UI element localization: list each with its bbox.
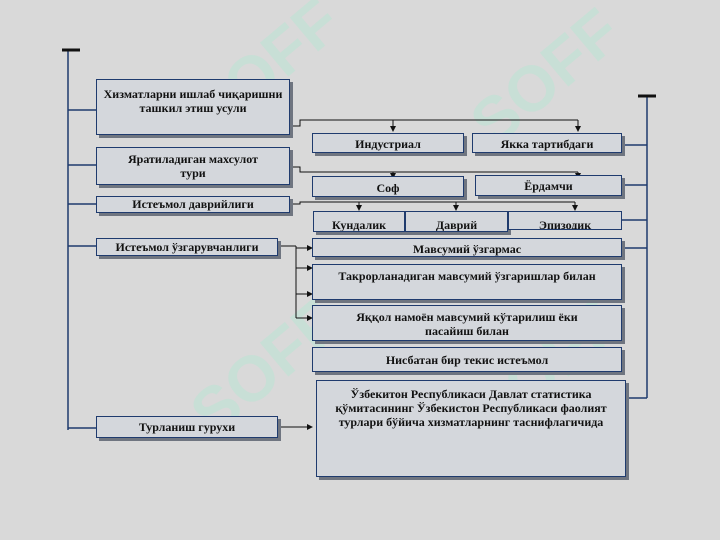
consumption-period-label: Истеъмол даврийлиги — [132, 197, 254, 211]
classification-label: Ўзбекитон Республикаси Давлат статистика… — [335, 387, 607, 429]
daily-label: Кундалик — [331, 218, 387, 232]
uniform-label: Нисбатан бир текис истеъмол — [385, 353, 549, 367]
industrial-box: Индустриал — [312, 133, 464, 153]
group-box: Турланиш гурухи — [96, 416, 278, 438]
consumption-period-box: Истеъмол даврийлиги — [96, 196, 290, 213]
individual-label: Якка тартибдаги — [500, 137, 594, 151]
consumption-variability-label: Истеъмол ўзгарувчанлиги — [115, 240, 259, 254]
episodic-label: Эпизодик — [538, 218, 592, 230]
industrial-label: Индустриал — [355, 137, 421, 151]
obvious-label: Яққол намоён мавсумий кўтарилиш ёки паса… — [356, 310, 578, 338]
sof-label: Соф — [376, 181, 400, 195]
service-method-box: Хизматларни ишлаб чиқаришни ташкил этиш … — [96, 79, 290, 135]
repeated-label: Такрорланадиган мавсумий ўзгаришлар била… — [338, 269, 596, 283]
service-method-label: Хизматларни ишлаб чиқаришни ташкил этиш … — [103, 87, 283, 115]
consumption-variability-box: Истеъмол ўзгарувчанлиги — [96, 238, 278, 256]
repeated-box: Такрорланадиган мавсумий ўзгаришлар била… — [312, 264, 622, 300]
daily-box: Кундалик — [313, 211, 405, 232]
periodic-label: Даврий — [435, 218, 478, 232]
seasonal-box: Мавсумий ўзгармас — [312, 238, 622, 257]
classification-box: Ўзбекитон Республикаси Давлат статистика… — [316, 380, 626, 477]
product-type-box: Яратиладиган махсулот тури — [96, 147, 290, 185]
sof-box: Соф — [312, 176, 464, 197]
individual-box: Якка тартибдаги — [472, 133, 622, 153]
seasonal-label: Мавсумий ўзгармас — [412, 242, 522, 256]
product-type-label: Яратиладиган махсулот тури — [127, 152, 258, 180]
episodic-box: Эпизодик — [508, 211, 622, 230]
obvious-box: Яққол намоён мавсумий кўтарилиш ёки паса… — [312, 305, 622, 341]
auxiliary-label: Ёрдамчи — [524, 179, 573, 193]
periodic-box: Даврий — [405, 211, 508, 232]
group-label: Турланиш гурухи — [138, 420, 236, 434]
auxiliary-box: Ёрдамчи — [475, 175, 622, 196]
uniform-box: Нисбатан бир текис истеъмол — [312, 347, 622, 372]
